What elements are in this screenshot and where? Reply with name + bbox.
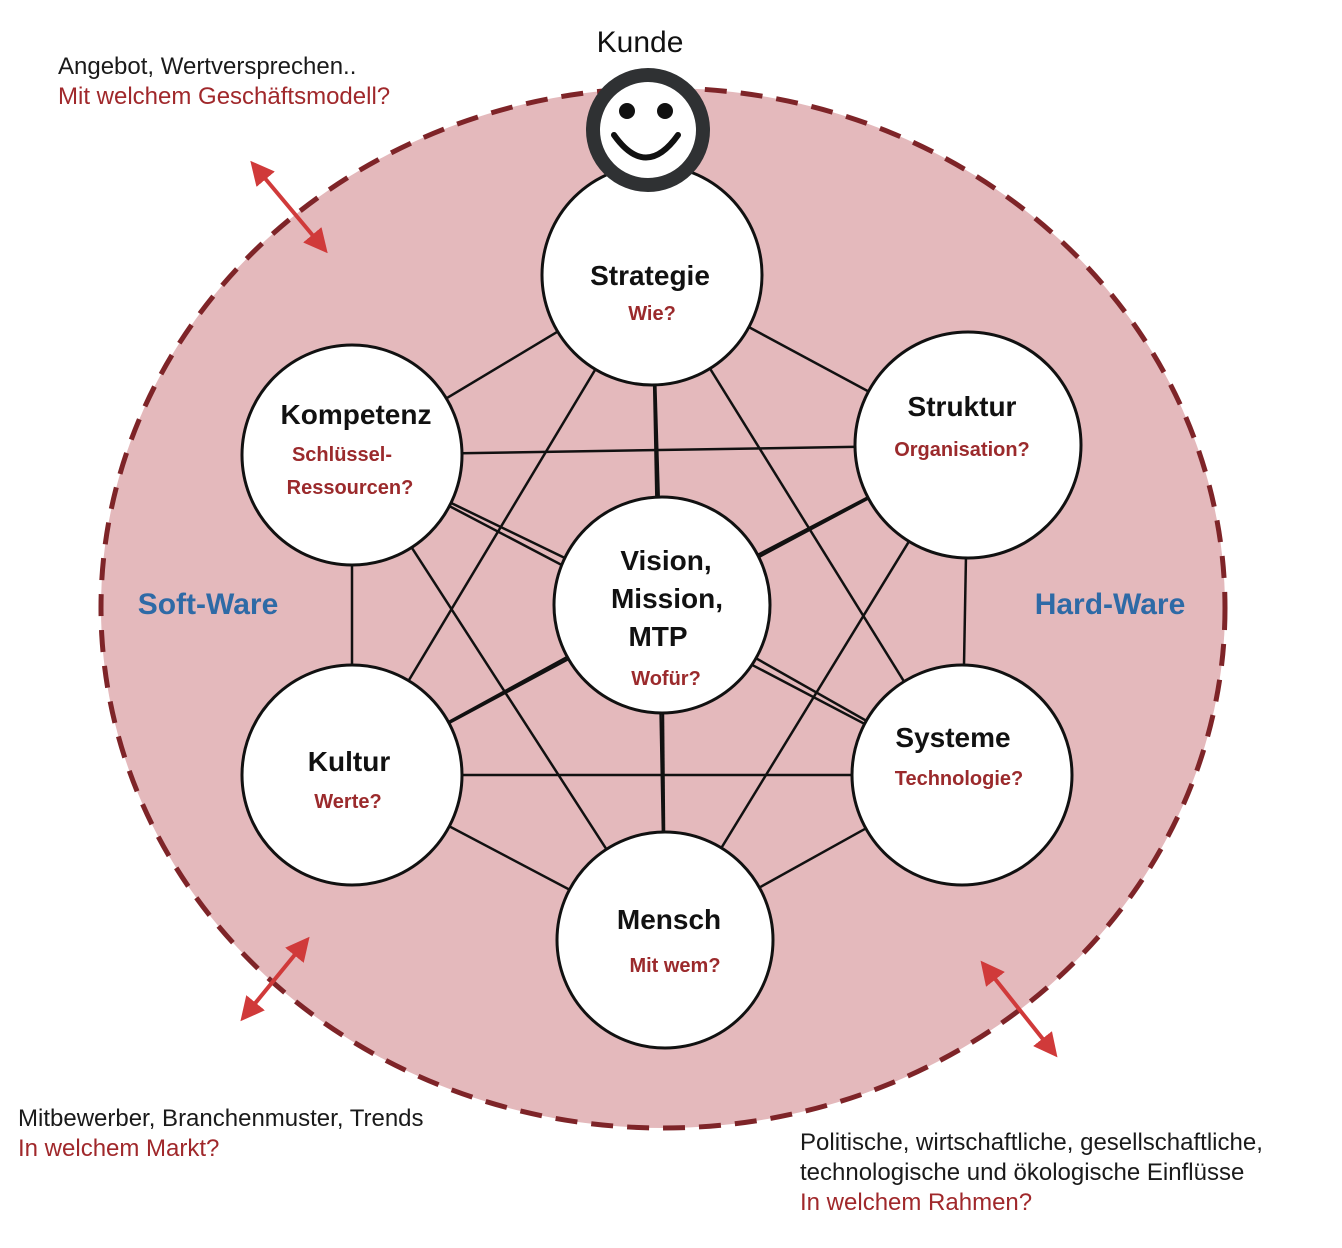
node-systeme-title: Systeme	[895, 722, 1010, 753]
node-systeme-question: Technologie?	[895, 768, 1024, 790]
annotation-bottom-right-question: In welchem Rahmen?	[800, 1189, 1033, 1216]
node-struktur-question: Organisation?	[894, 439, 1030, 461]
node-vision-circle	[552, 495, 772, 715]
annotation-top-left-question: Mit welchem Geschäftsmodell?	[58, 83, 391, 110]
node-mensch-circle	[555, 830, 775, 1050]
hard-ware-label: Hard-Ware	[1035, 588, 1186, 621]
node-kultur-circle	[240, 663, 464, 887]
node-mensch: Mensch Mit wem?	[555, 830, 775, 1050]
node-strategie-question: Wie?	[628, 303, 676, 325]
node-struktur-title: Struktur	[908, 391, 1017, 422]
double-arrow-bottom-right-icon	[980, 960, 1058, 1058]
node-mensch-question: Mit wem?	[629, 955, 720, 977]
node-kultur-question: Werte?	[314, 791, 381, 813]
node-systeme: Systeme Technologie?	[850, 663, 1074, 887]
smiley-face-icon	[586, 68, 710, 192]
node-kompetenz-question-line1: Schlüssel-	[292, 444, 392, 466]
node-vision: Vision, Mission, MTP Wofür?	[552, 495, 772, 715]
soft-ware-label: Soft-Ware	[138, 588, 279, 621]
annotation-bottom-right-text-line2: technologische und ökologische Einflüsse	[800, 1159, 1245, 1186]
node-vision-title-line1: Vision,	[620, 545, 711, 576]
node-mensch-title: Mensch	[617, 904, 721, 935]
node-strategie-title: Strategie	[590, 260, 710, 291]
node-kompetenz: Kompetenz Schlüssel- Ressourcen?	[240, 343, 464, 567]
node-kompetenz-question-line2: Ressourcen?	[287, 477, 414, 499]
node-kultur-title: Kultur	[308, 746, 391, 777]
double-arrow-top-left-icon	[250, 160, 328, 254]
annotation-bottom-left-question: In welchem Markt?	[18, 1135, 220, 1162]
node-strategie: Strategie Wie?	[540, 163, 764, 387]
node-struktur-circle	[853, 330, 1083, 560]
node-vision-question: Wofür?	[631, 668, 701, 690]
annotation-bottom-left: Mitbewerber, Branchenmuster, Trends In w…	[18, 1104, 424, 1164]
node-kompetenz-circle	[240, 343, 464, 567]
node-struktur: Struktur Organisation?	[853, 330, 1083, 560]
annotation-bottom-right: Politische, wirtschaftliche, gesellschaf…	[800, 1128, 1263, 1218]
node-kompetenz-title: Kompetenz	[281, 399, 432, 430]
node-vision-title-line3: MTP	[628, 621, 687, 652]
annotation-bottom-right-text-line1: Politische, wirtschaftliche, gesellschaf…	[800, 1129, 1263, 1156]
node-vision-title-line2: Mission,	[611, 583, 723, 614]
double-arrow-bottom-left-icon	[240, 936, 310, 1022]
annotation-top-left-text: Angebot, Wertversprechen..	[58, 53, 357, 80]
annotation-bottom-left-text: Mitbewerber, Branchenmuster, Trends	[18, 1105, 424, 1132]
annotation-top-left: Angebot, Wertversprechen.. Mit welchem G…	[58, 52, 390, 112]
node-systeme-circle	[850, 663, 1074, 887]
node-kultur: Kultur Werte?	[240, 663, 464, 887]
customer-label: Kunde	[597, 26, 684, 59]
